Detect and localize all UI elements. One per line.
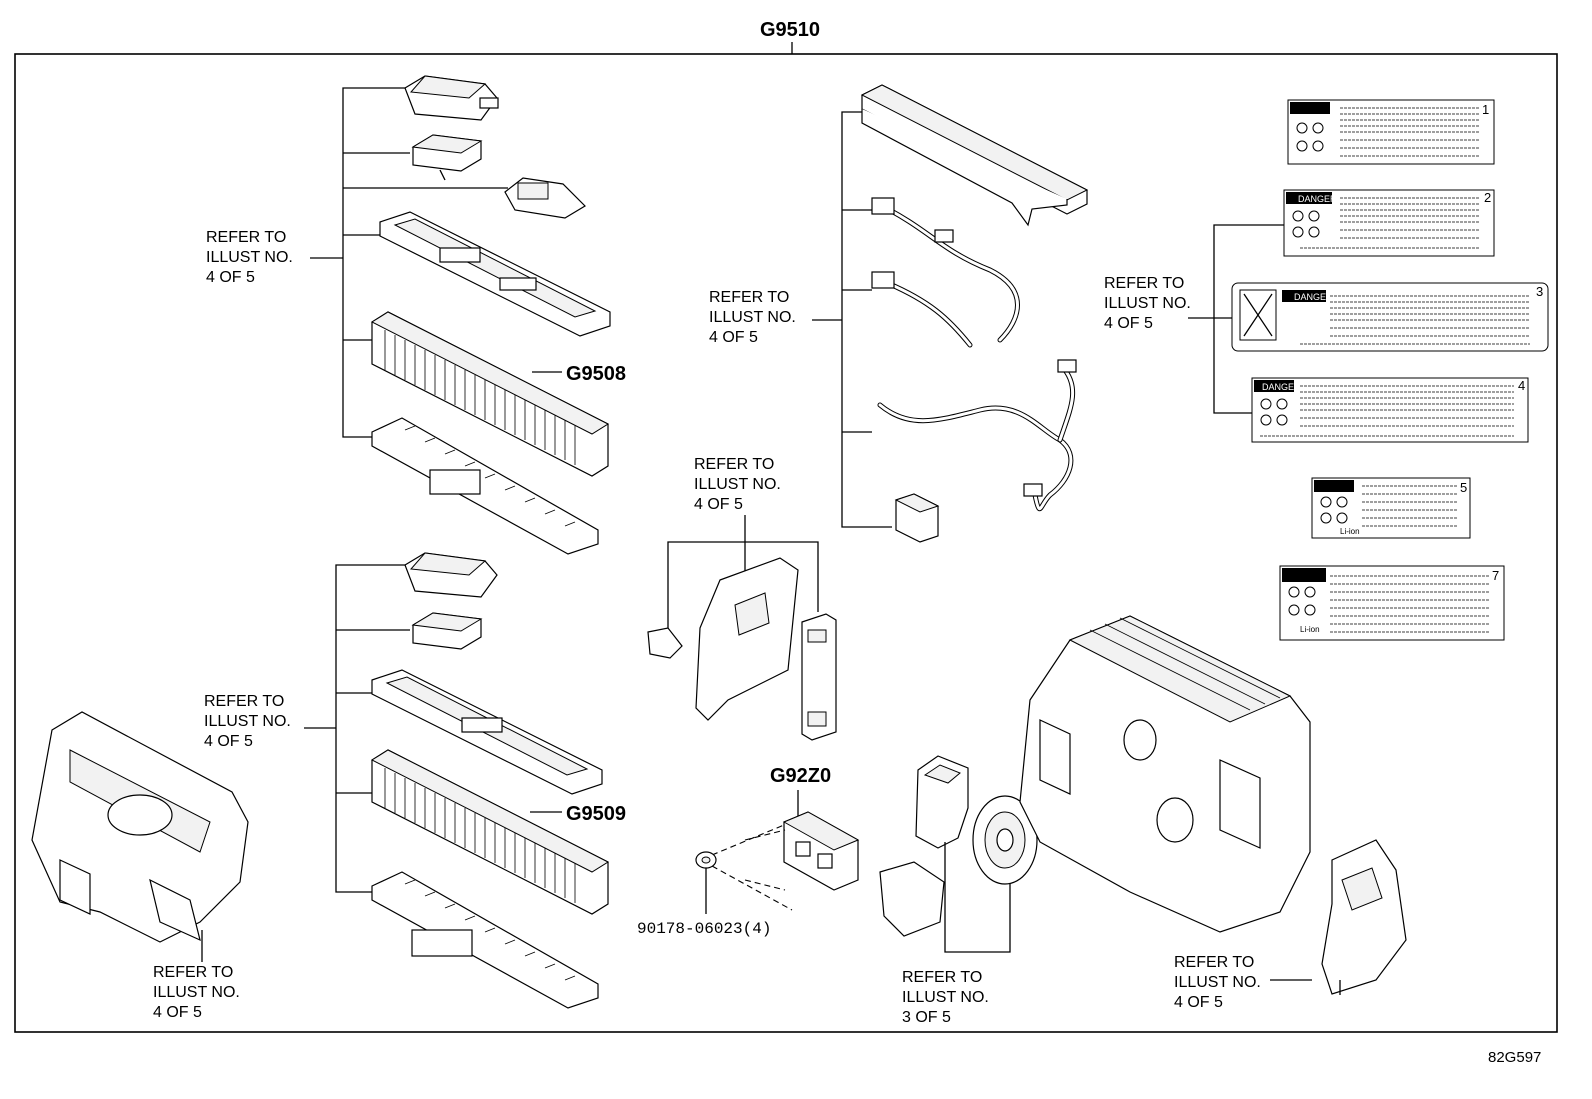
side-cover-panel[interactable] bbox=[647, 557, 799, 721]
label-2-danger-text: DANGER bbox=[1298, 194, 1337, 204]
lower-left-group: G9509 bbox=[304, 552, 626, 1009]
battery-frame-bracket[interactable] bbox=[31, 711, 249, 962]
battery-cover-top[interactable] bbox=[860, 84, 1089, 227]
fan-duct-group bbox=[879, 755, 1038, 953]
refer-center-3[interactable]: 4 OF 5 bbox=[694, 496, 743, 513]
intake-duct[interactable] bbox=[879, 861, 945, 937]
refer-harness-2[interactable]: ILLUST NO. bbox=[709, 309, 796, 326]
label-number-5: 5 bbox=[1460, 480, 1467, 495]
refer-bottom-left-3[interactable]: 4 OF 5 bbox=[153, 1004, 202, 1021]
module-box-lower[interactable] bbox=[411, 612, 483, 650]
label-number-7: 7 bbox=[1492, 568, 1499, 583]
wire-harness-2[interactable] bbox=[877, 359, 1077, 512]
part-number-g9509[interactable]: G9509 bbox=[566, 803, 626, 825]
refer-lower-left-2[interactable]: ILLUST NO. bbox=[204, 713, 291, 730]
air-duct-lower[interactable] bbox=[371, 871, 599, 1009]
refer-bottom-left-2[interactable]: ILLUST NO. bbox=[153, 984, 240, 1001]
refer-bottom-right-3[interactable]: 4 OF 5 bbox=[1174, 994, 1223, 1011]
refer-bottom-center-2[interactable]: ILLUST NO. bbox=[902, 989, 989, 1006]
small-connector-bracket[interactable] bbox=[894, 493, 940, 543]
battery-stack-g9509[interactable] bbox=[370, 749, 610, 915]
refer-upper-left-2[interactable]: ILLUST NO. bbox=[206, 249, 293, 266]
refer-bottom-right-2[interactable]: ILLUST NO. bbox=[1174, 974, 1261, 991]
refer-upper-left-1[interactable]: REFER TO bbox=[206, 229, 286, 246]
label-number-1: 1 bbox=[1482, 102, 1489, 117]
label-number-3: 3 bbox=[1536, 284, 1543, 299]
blower-motor[interactable] bbox=[972, 795, 1038, 885]
label-4-danger-text: DANGER bbox=[1262, 382, 1301, 392]
sensor-bracket-upper[interactable] bbox=[504, 177, 586, 219]
main-part-number[interactable]: G9510 bbox=[760, 19, 820, 41]
part-number-nut[interactable]: 90178-06023(4) bbox=[637, 920, 771, 938]
hv-battery-assembly[interactable] bbox=[1019, 615, 1311, 933]
label-number-2: 2 bbox=[1484, 190, 1491, 205]
refer-labels-2[interactable]: ILLUST NO. bbox=[1104, 295, 1191, 312]
refer-bottom-center-3[interactable]: 3 OF 5 bbox=[902, 1009, 951, 1026]
refer-bottom-center-1[interactable]: REFER TO bbox=[902, 969, 982, 986]
figure-code: 82G597 bbox=[1488, 1049, 1541, 1066]
danger-label-2[interactable]: DANGER 2 bbox=[1283, 189, 1495, 257]
part-number-g9508[interactable]: G9508 bbox=[566, 363, 626, 385]
refer-lower-left-3[interactable]: 4 OF 5 bbox=[204, 733, 253, 750]
wire-harness-group bbox=[812, 84, 1089, 543]
caution-label-1[interactable]: 1 bbox=[1287, 99, 1495, 165]
part-number-g92z0[interactable]: G92Z0 bbox=[770, 765, 831, 787]
blower-duct[interactable] bbox=[915, 755, 969, 849]
battery-tray-lower[interactable] bbox=[371, 669, 603, 795]
relay-block[interactable] bbox=[782, 811, 860, 891]
refer-harness-1[interactable]: REFER TO bbox=[709, 289, 789, 306]
danger-label-3[interactable]: DANGER 3 bbox=[1231, 282, 1549, 352]
assembly-frame bbox=[14, 53, 1558, 1033]
refer-bottom-left-1[interactable]: REFER TO bbox=[153, 964, 233, 981]
battery-tray-upper[interactable] bbox=[379, 211, 611, 337]
refer-labels-1[interactable]: REFER TO bbox=[1104, 275, 1184, 292]
nut[interactable] bbox=[695, 851, 717, 869]
module-box-upper[interactable] bbox=[411, 134, 483, 181]
caution-label-7[interactable]: Li-ion 7 bbox=[1279, 565, 1505, 641]
refer-center-1[interactable]: REFER TO bbox=[694, 456, 774, 473]
center-cover-group bbox=[647, 515, 837, 741]
battery-side-bracket[interactable] bbox=[1321, 839, 1407, 995]
refer-lower-left-1[interactable]: REFER TO bbox=[204, 693, 284, 710]
refer-upper-left-3[interactable]: 4 OF 5 bbox=[206, 269, 255, 286]
label-number-4: 4 bbox=[1518, 378, 1525, 393]
caution-label-5[interactable]: Li-ion 5 bbox=[1311, 477, 1471, 539]
label-3-danger-text: DANGER bbox=[1294, 292, 1333, 302]
battery-ecu-lower[interactable] bbox=[404, 552, 498, 598]
service-plug-bracket[interactable] bbox=[801, 613, 837, 741]
label-5-li-ion: Li-ion bbox=[1340, 527, 1360, 536]
danger-label-4[interactable]: DANGER 4 bbox=[1251, 377, 1529, 443]
refer-bottom-right-1[interactable]: REFER TO bbox=[1174, 954, 1254, 971]
wire-harness-1[interactable] bbox=[871, 197, 1020, 348]
battery-ecu-upper[interactable] bbox=[404, 75, 499, 121]
refer-harness-3[interactable]: 4 OF 5 bbox=[709, 329, 758, 346]
label-7-li-ion: Li-ion bbox=[1300, 625, 1320, 634]
refer-center-2[interactable]: ILLUST NO. bbox=[694, 476, 781, 493]
air-duct-upper[interactable] bbox=[371, 417, 599, 555]
refer-labels-3[interactable]: 4 OF 5 bbox=[1104, 315, 1153, 332]
upper-left-group: G9508 bbox=[310, 75, 626, 555]
battery-stack-g9508[interactable] bbox=[370, 311, 610, 477]
